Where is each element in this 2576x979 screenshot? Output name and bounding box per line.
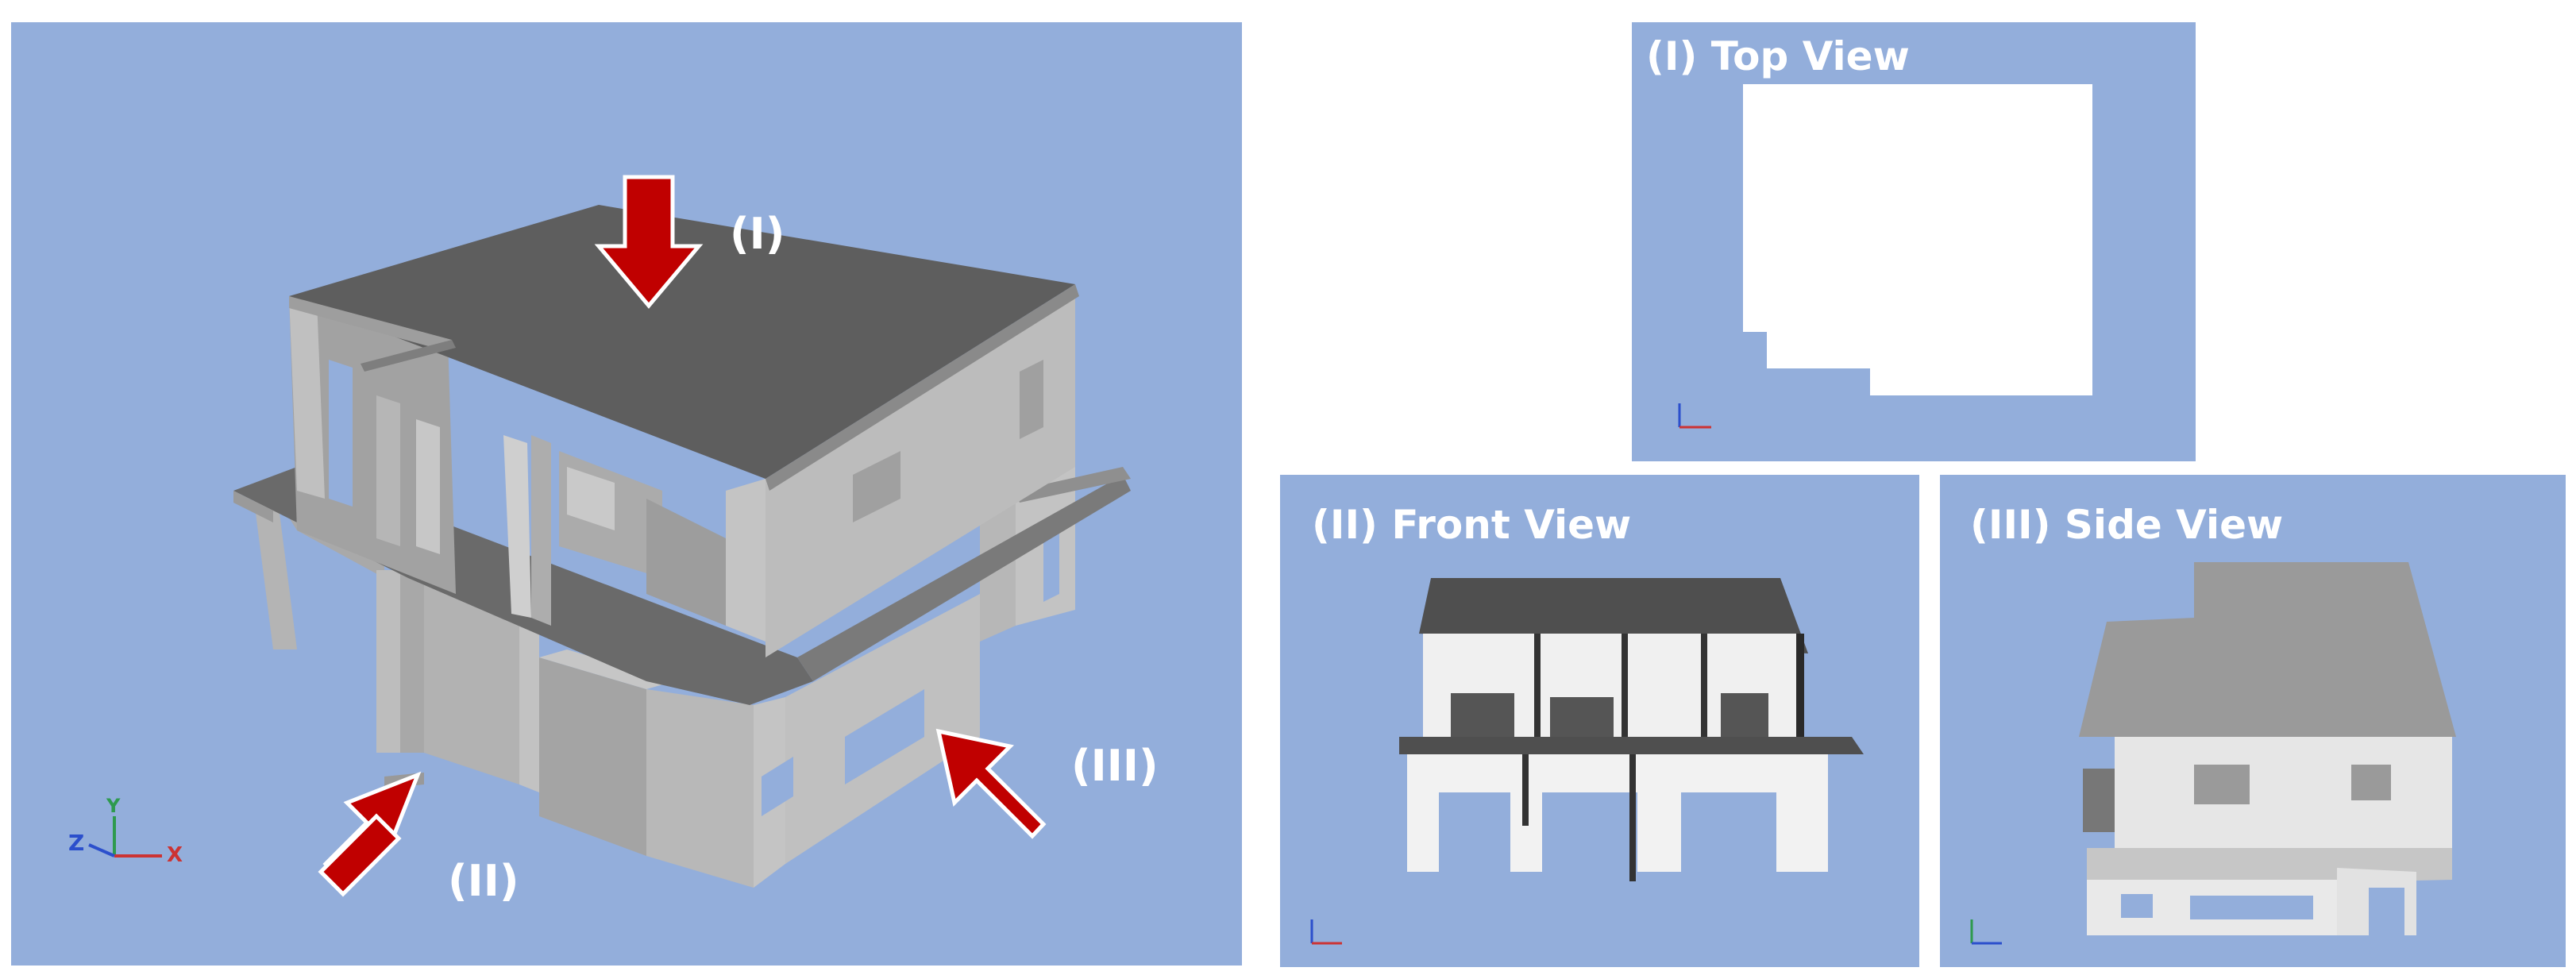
top-view-panel: (I) Top View bbox=[1632, 22, 2196, 461]
axis-label-x: X bbox=[167, 843, 183, 867]
house-3d-model bbox=[233, 205, 1131, 888]
axis-label-y: Y bbox=[106, 795, 121, 817]
side-view-elevation bbox=[1970, 562, 2456, 945]
front-view-title: (II) Front View bbox=[1312, 502, 1632, 548]
arrow-top-view-icon bbox=[594, 175, 704, 309]
top-view-title: (I) Top View bbox=[1646, 33, 1910, 79]
side-view-title: (III) Side View bbox=[1970, 502, 2284, 548]
axis-label-z: Z bbox=[68, 830, 85, 856]
arrow-label-front: (II) bbox=[448, 856, 519, 906]
front-view-panel: (II) Front View bbox=[1280, 475, 1919, 967]
arrow-label-top: (I) bbox=[730, 209, 785, 259]
side-view-panel: (III) Side View bbox=[1940, 475, 2566, 967]
main-3d-view-panel: Z Y X (I) (II) (III) bbox=[11, 22, 1242, 966]
arrow-label-side: (III) bbox=[1071, 741, 1159, 791]
top-view-footprint bbox=[1678, 84, 2092, 429]
arrow-front-view-icon bbox=[318, 771, 422, 897]
axis-triad-icon bbox=[88, 816, 162, 858]
arrow-side-view-icon bbox=[935, 728, 1047, 839]
front-view-elevation bbox=[1310, 578, 1864, 945]
